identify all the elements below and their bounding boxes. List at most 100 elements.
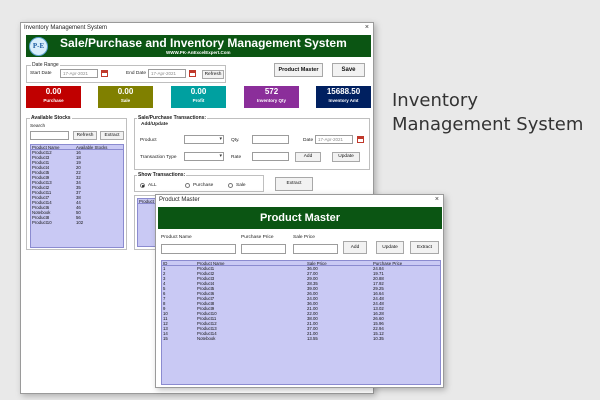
qty-input[interactable] [252,135,289,144]
close-icon[interactable]: × [434,196,439,203]
available-stocks-group: Available Stocks Search Refresh Extract … [26,115,127,250]
kpi-value: 572 [264,87,279,96]
end-date-input[interactable]: 17-Apr-2021 [148,69,186,78]
column-header[interactable]: ID [163,261,168,265]
add-transaction-button[interactable]: Add [295,152,321,162]
table-cell: Product14 [32,200,52,205]
table-cell: Product3 [197,276,215,281]
add-product-button[interactable]: Add [343,241,367,254]
column-header[interactable]: Product Name [32,145,60,149]
radio-purchase[interactable] [185,183,190,188]
search-label: Search [30,124,46,129]
table-cell: 37.00 [307,326,318,331]
calendar-icon[interactable] [357,136,364,143]
table-cell: 24.84 [373,266,384,271]
kpi-value: 0.00 [190,87,207,96]
column-header[interactable]: Sale Price [307,261,327,265]
table-cell: 18 [76,155,81,160]
transaction-date-input[interactable]: 17-Apr-2021 [315,135,353,144]
date-range-group: Date Range Start Date 17-Apr-2021 End Da… [26,62,226,83]
calendar-icon[interactable] [101,70,108,77]
table-cell: Notebook [197,336,216,341]
show-extract-button[interactable]: Extract [275,177,313,191]
update-transaction-button[interactable]: Update [332,152,360,162]
date-refresh-button[interactable]: Refresh [202,70,224,79]
product-name-input[interactable] [161,244,236,254]
radio-sale[interactable] [228,183,233,188]
rate-label: Rate [231,155,242,160]
table-cell: 37 [76,190,81,195]
kpi-inventory-qty: 572 Inventory Qty [244,86,299,108]
main-banner: P-E Sale/Purchase and Inventory Manageme… [26,35,371,57]
table-cell: Product1 [32,160,50,165]
table-cell: 16 [76,150,81,155]
product-master-button[interactable]: Product Master [274,63,323,77]
table-cell: 39.00 [307,286,318,291]
start-date-input[interactable]: 17-Apr-2021 [60,69,98,78]
product-label: Product [140,138,157,143]
product-select[interactable] [184,135,224,144]
transactions-legend: Sale/Purchase Transactions: [137,115,208,121]
calendar-icon[interactable] [189,70,196,77]
kpi-inventory-amt: 15688.50 Inventory Amt [316,86,371,108]
radio-all[interactable] [140,183,145,188]
stock-search-input[interactable] [30,131,69,140]
column-header[interactable]: Purchase Price [373,261,403,265]
table-cell: Product9 [32,175,50,180]
product-name-label: Product Name [161,235,192,240]
save-button[interactable]: Save [332,63,365,77]
table-cell: 15 [163,336,168,341]
date-range-legend: Date Range [31,62,60,68]
update-product-button[interactable]: Update [376,241,404,254]
purchase-price-input[interactable] [241,244,286,254]
stock-refresh-button[interactable]: Refresh [73,131,97,140]
table-cell: 4 [163,281,166,286]
table-cell: 38 [76,195,81,200]
table-cell: 24.48 [373,296,384,301]
transaction-type-select[interactable] [184,152,224,161]
table-cell: 22.94 [373,326,384,331]
rate-input[interactable] [252,152,289,161]
close-icon[interactable]: × [364,24,369,31]
column-header[interactable]: Available Stocks [76,145,108,149]
table-cell: 10 [163,311,168,316]
sale-price-input[interactable] [293,244,338,254]
extract-product-button[interactable]: Extract [410,241,439,254]
column-header[interactable]: Product Name [197,261,225,265]
table-cell: 24.00 [307,296,318,301]
table-cell: 15.96 [373,321,384,326]
stock-extract-button[interactable]: Extract [100,131,124,140]
